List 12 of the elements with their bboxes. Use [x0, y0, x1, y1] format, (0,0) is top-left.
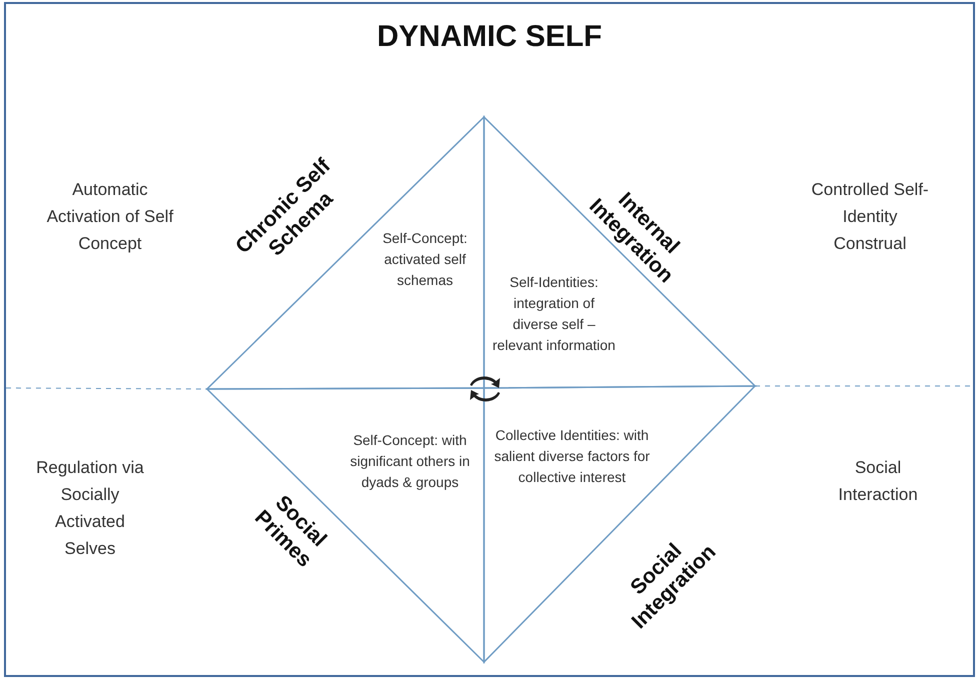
section-text: Self-Concept: activated self schemas	[382, 229, 468, 290]
diagram-title: DYNAMIC SELF	[376, 20, 603, 54]
triangle-section	[207, 388, 484, 662]
side-label: Automatic Activation of Self Concept	[46, 179, 174, 255]
triangle-section	[484, 117, 755, 388]
triangle-section	[207, 117, 484, 389]
side-label: Controlled Self-Identity Construal	[810, 179, 930, 255]
section-text: Self-Concept: with significant others in dyads & groups	[349, 431, 471, 492]
side-label: Regulation via Socially Activated Selves	[35, 457, 145, 560]
side-label: Social Interaction	[837, 457, 919, 506]
section-text: Collective Identities: with salient diverse factors for collective interest	[493, 426, 651, 487]
triangle-section	[484, 386, 755, 662]
